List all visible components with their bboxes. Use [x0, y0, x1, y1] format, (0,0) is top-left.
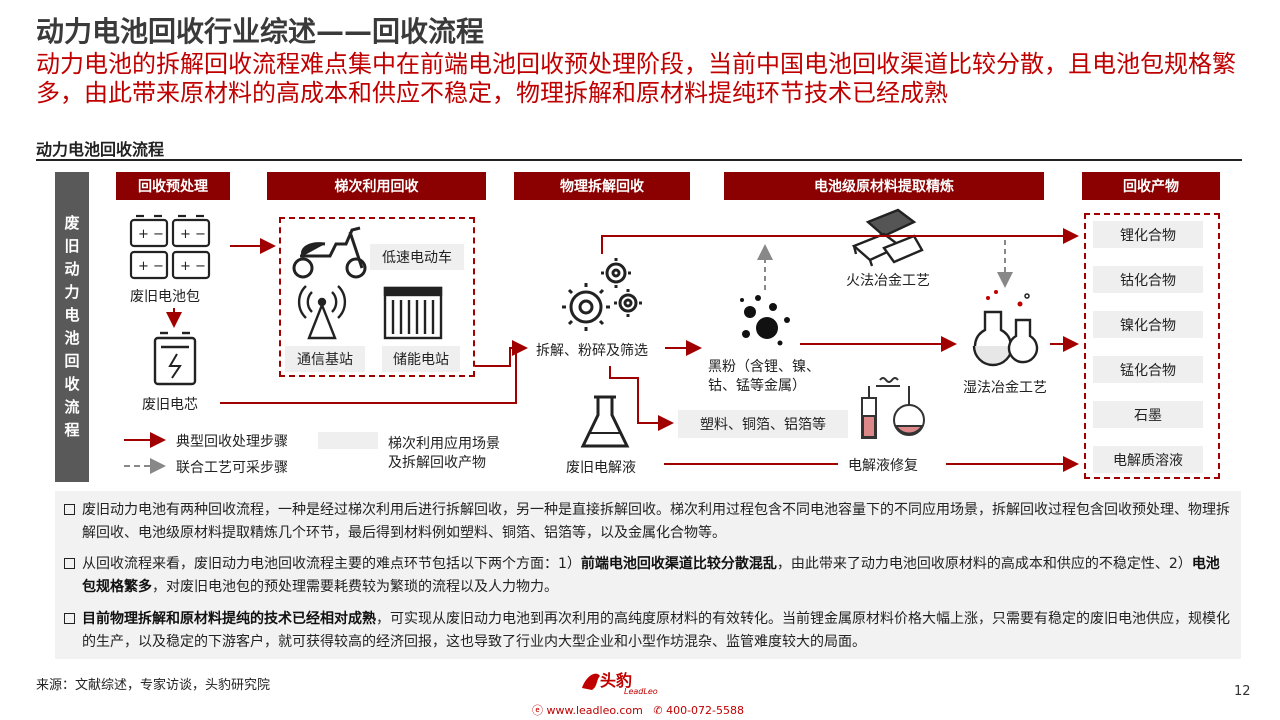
- telecom-tower-icon: [297, 285, 347, 340]
- battery-pack-icon: + − + − + − + −: [129, 214, 211, 280]
- web-icon: ⓔ: [532, 704, 543, 717]
- svg-text:+ −: + −: [180, 259, 206, 274]
- product-item: 镍化合物: [1093, 311, 1203, 338]
- products-box: [1084, 213, 1220, 479]
- tag-storage: 储能电站: [382, 346, 460, 372]
- stage-physical: 物理拆解回收: [514, 172, 690, 200]
- bullet-box-icon: [64, 558, 75, 569]
- cascade-scenarios-box: [279, 217, 475, 377]
- scooter-icon: [292, 226, 367, 279]
- legend-gray-label-2: 及拆解回收产物: [388, 455, 486, 471]
- flow-sidebar-label: 废 旧 动 力 电 池 回 收 流 程: [55, 172, 89, 482]
- note-3-text: ，可实现从废旧动力电池到再次利用的高纯度原材料的有效转化。当前锂金属原材料价格大…: [82, 611, 1230, 650]
- section-heading: 动力电池回收流程: [36, 140, 165, 159]
- stage-pretreat: 回收预处理: [116, 172, 230, 200]
- distillation-icon: [861, 377, 925, 439]
- note-3-bold: 目前物理拆解和原材料提纯的技术已经相对成熟: [82, 611, 376, 627]
- note-2-text-a: 从回收流程来看，废旧动力电池回收流程主要的难点环节包括以下两个方面：1）: [82, 556, 581, 572]
- black-powder-icon: [740, 295, 790, 346]
- sidebar-char: 力: [64, 283, 80, 301]
- note-2-text-c: ，对废旧电池包的预处理需要耗费较为繁琐的流程以及人力物力。: [152, 579, 558, 595]
- page-title: 动力电池回收行业综述——回收流程: [36, 15, 485, 48]
- product-item: 锰化合物: [1093, 356, 1203, 383]
- metal-ingot-icon: [851, 208, 924, 267]
- legend-gray-swatch: [318, 432, 378, 449]
- sidebar-char: 收: [64, 375, 80, 393]
- legend-dashed-label: 联合工艺可采步骤: [176, 460, 288, 476]
- sidebar-char: 回: [64, 352, 80, 370]
- product-item: 石墨: [1093, 401, 1203, 428]
- sidebar-char: 动: [64, 260, 80, 278]
- product-item: 锂化合物: [1093, 221, 1203, 248]
- label-dismantle: 拆解、粉碎及筛选: [536, 343, 648, 359]
- label-electrolyte: 废旧电解液: [566, 460, 636, 476]
- stage-products: 回收产物: [1082, 172, 1220, 200]
- optional-arrows: [757, 240, 1013, 290]
- section-divider: [36, 159, 1242, 161]
- phone-number: 400-072-5588: [666, 704, 745, 717]
- svg-text:+ −: + −: [138, 259, 164, 274]
- tag-ev: 低速电动车: [370, 244, 464, 270]
- phone-icon: ✆: [653, 704, 663, 717]
- product-item: 电解质溶液: [1093, 446, 1203, 473]
- sidebar-char: 电: [64, 306, 80, 324]
- contact-info: ⓔ www.leadleo.com ✆ 400-072-5588: [532, 702, 744, 718]
- label-electrolyte-repair: 电解液修复: [848, 458, 918, 474]
- note-2-text-b: ，由此带来了动力电池回收原材料的高成本和供应的不稳定性、2）: [776, 556, 1192, 572]
- sidebar-char: 程: [64, 421, 80, 439]
- label-battery-pack: 废旧电池包: [130, 289, 200, 305]
- sidebar-char: 流: [64, 398, 80, 416]
- label-black-powder-1: 黑粉（含锂、镍、: [708, 359, 820, 375]
- stage-cascade: 梯次利用回收: [267, 172, 486, 200]
- note-2: 从回收流程来看，废旧动力电池回收流程主要的难点环节包括以下两个方面：1）前端电池…: [62, 553, 1232, 599]
- stage-refine: 电池级原材料提取精炼: [724, 172, 1044, 200]
- product-item: 钴化合物: [1093, 266, 1203, 293]
- chemistry-flasks-icon: [972, 290, 1039, 367]
- battery-cell-icon: [153, 331, 197, 386]
- label-black-powder-2: 钴、锰等金属）: [708, 378, 806, 394]
- storage-station-icon: [383, 286, 443, 340]
- legend-gray-label-1: 梯次利用应用场景: [388, 436, 500, 452]
- page-subtitle: 动力电池的拆解回收流程难点集中在前端电池回收预处理阶段，当前中国电池回收渠道比较…: [36, 50, 1236, 107]
- sidebar-char: 废: [64, 214, 80, 232]
- brand-name-en: LeadLeo: [624, 687, 658, 696]
- sidebar-char: 池: [64, 329, 80, 347]
- note-3: 目前物理拆解和原材料提纯的技术已经相对成熟，可实现从废旧动力电池到再次利用的高纯…: [62, 608, 1232, 654]
- note-1: 废旧动力电池有两种回收流程，一种是经过梯次利用后进行拆解回收，另一种是直接拆解回…: [62, 499, 1232, 545]
- flask-icon: [580, 395, 630, 448]
- sidebar-char: 旧: [64, 237, 80, 255]
- bullet-box-icon: [64, 613, 75, 624]
- flow-arrows: [166, 228, 1079, 472]
- note-2-bold-a: 前端电池回收渠道比较分散混乱: [580, 556, 777, 572]
- gears-icon: [562, 258, 642, 331]
- label-pyro: 火法冶金工艺: [846, 273, 930, 289]
- tag-plastics: 塑料、铜箔、铝箔等: [678, 410, 848, 438]
- website-link[interactable]: www.leadleo.com: [546, 704, 643, 717]
- label-hydro: 湿法冶金工艺: [963, 380, 1047, 396]
- tag-telecom: 通信基站: [285, 346, 365, 372]
- page-number: 12: [1234, 684, 1251, 699]
- note-1-text: 废旧动力电池有两种回收流程，一种是经过梯次利用后进行拆解回收，另一种是直接拆解回…: [82, 502, 1230, 541]
- source-note: 来源：文献综述，专家访谈，头豹研究院: [36, 678, 271, 693]
- label-battery-cell: 废旧电芯: [142, 397, 198, 413]
- legend-solid-label: 典型回收处理步骤: [176, 434, 288, 450]
- brand-name: 头豹: [600, 671, 633, 690]
- note-2-bold-b: 电池包规格繁多: [82, 556, 1220, 595]
- svg-text:+ −: + −: [180, 227, 206, 242]
- bullet-box-icon: [64, 504, 75, 515]
- svg-text:+ −: + −: [138, 227, 164, 242]
- notes-panel: [55, 491, 1241, 659]
